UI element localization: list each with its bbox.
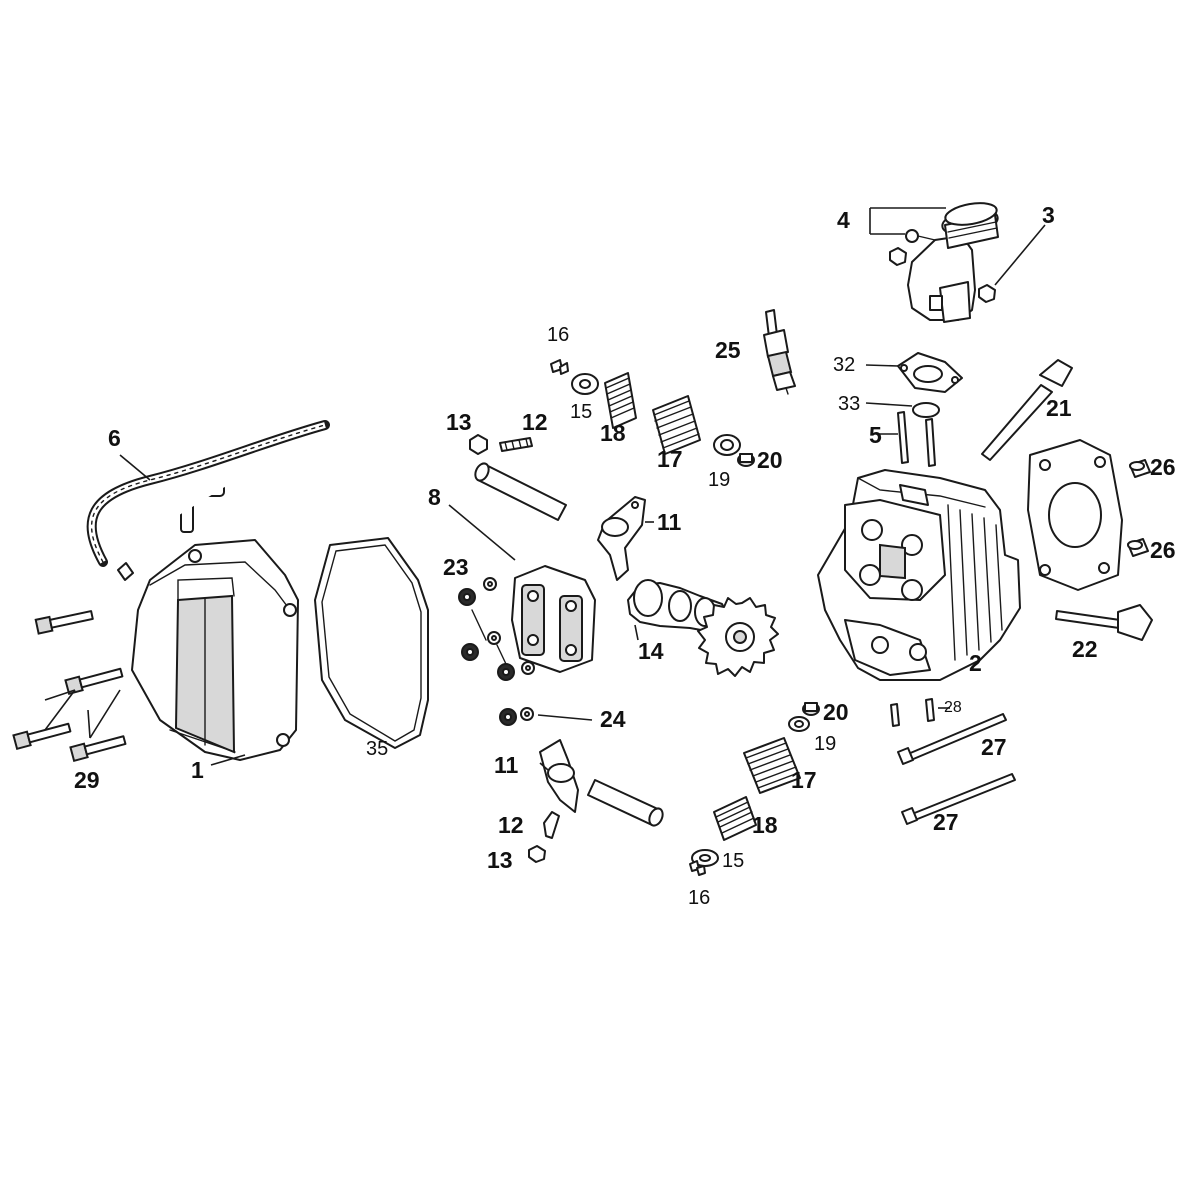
callout-19-lower: 19: [814, 733, 836, 755]
callout-23: 23: [443, 554, 469, 580]
manifold-studs: [897, 411, 936, 467]
callout-26-upper: 26: [1150, 454, 1176, 480]
callout-32: 32: [833, 354, 855, 376]
dowel-pin-upper: [1129, 459, 1151, 478]
clamp-nut: [889, 247, 907, 266]
callout-5: 5: [869, 422, 882, 448]
callout-1: 1: [191, 757, 204, 783]
small-pins: [890, 698, 935, 727]
callout-13-lower: 13: [487, 847, 513, 873]
callout-6: 6: [108, 425, 121, 451]
adjust-nut-lower: [528, 845, 546, 863]
callout-20-lower: 20: [823, 699, 849, 725]
adjust-nut-upper: [469, 434, 488, 455]
cylinder-head-cover: [131, 539, 299, 761]
callout-29: 29: [74, 767, 100, 793]
cover-gasket: [314, 537, 429, 749]
callout-16-lower: 16: [688, 887, 710, 909]
callout-17-lower: 17: [791, 767, 817, 793]
callout-35: 35: [366, 738, 388, 760]
manifold-nut: [978, 284, 996, 303]
callout-24: 24: [600, 706, 626, 732]
callout-27-lower: 27: [933, 809, 959, 835]
valve-keeper-upper: [550, 359, 569, 375]
cylinder-head: [817, 469, 1021, 681]
callout-8: 8: [428, 484, 441, 510]
callout-3: 3: [1042, 202, 1055, 228]
callout-2: 2: [969, 650, 982, 676]
callout-25: 25: [715, 337, 741, 363]
rocker-arm-lower: [539, 739, 579, 813]
callout-12-upper: 12: [522, 409, 548, 435]
leader-lines: [44, 207, 1046, 771]
inner-spring-lower: [713, 796, 757, 841]
callout-15-upper: 15: [570, 401, 592, 423]
intake-valve: [981, 359, 1073, 461]
rocker-arm-upper: [597, 496, 646, 581]
intake-insulator: [897, 352, 963, 393]
adjust-screw-upper: [499, 437, 533, 452]
holder-nuts: [458, 588, 517, 726]
callout-33: 33: [838, 393, 860, 415]
rocker-shaft-lower: [587, 779, 664, 827]
spring-retainer-upper: [571, 373, 599, 395]
head-gasket: [1027, 439, 1123, 591]
outer-spring-upper: [652, 395, 701, 455]
callout-21: 21: [1046, 395, 1072, 421]
callout-11-lower: 11: [494, 752, 519, 778]
adjust-screw-lower: [543, 811, 560, 839]
dowel-pin-lower: [1127, 538, 1149, 557]
holder-washers: [471, 577, 535, 721]
o-ring: [912, 402, 940, 418]
callout-16-upper: 16: [547, 324, 569, 346]
inner-spring-upper: [604, 372, 637, 429]
callout-15-lower: 15: [722, 850, 744, 872]
callout-14: 14: [638, 638, 664, 664]
callout-18-lower: 18: [752, 812, 778, 838]
callout-11-upper: 11: [657, 509, 682, 535]
outer-spring-lower: [743, 737, 801, 794]
callout-labels: 1 2 3 4 5 6 8 11 11 12 12 13 13 14 15 15…: [74, 202, 1176, 909]
spring-seat-upper: [713, 434, 741, 456]
valve-seal-lower: [802, 702, 820, 716]
callout-4: 4: [837, 207, 850, 233]
callout-17-upper: 17: [657, 446, 683, 472]
callout-26-lower: 26: [1150, 537, 1176, 563]
rocker-shaft-upper: [474, 462, 567, 521]
intake-manifold: [907, 202, 999, 323]
clamp-screw: [905, 229, 936, 243]
callout-19-upper: 19: [708, 469, 730, 491]
callout-22: 22: [1072, 636, 1098, 662]
callout-18-upper: 18: [600, 420, 626, 446]
breather-hose: [86, 420, 330, 567]
spark-plug: [763, 309, 796, 395]
callout-12-lower: 12: [498, 812, 524, 838]
cover-bolts: [12, 610, 127, 763]
rocker-arm-holder: [511, 565, 596, 673]
spring-retainer-lower: [691, 849, 719, 867]
camshaft: [627, 579, 779, 677]
callout-13-upper: 13: [446, 409, 472, 435]
exhaust-valve: [1055, 604, 1153, 641]
valve-keeper-lower: [689, 860, 706, 876]
callout-28: 28: [944, 699, 962, 716]
valve-seal-upper: [737, 453, 755, 467]
spring-seat-lower: [788, 716, 810, 732]
long-bolts: [897, 713, 1016, 825]
callout-20-upper: 20: [757, 447, 783, 473]
callout-27-upper: 27: [981, 734, 1007, 760]
